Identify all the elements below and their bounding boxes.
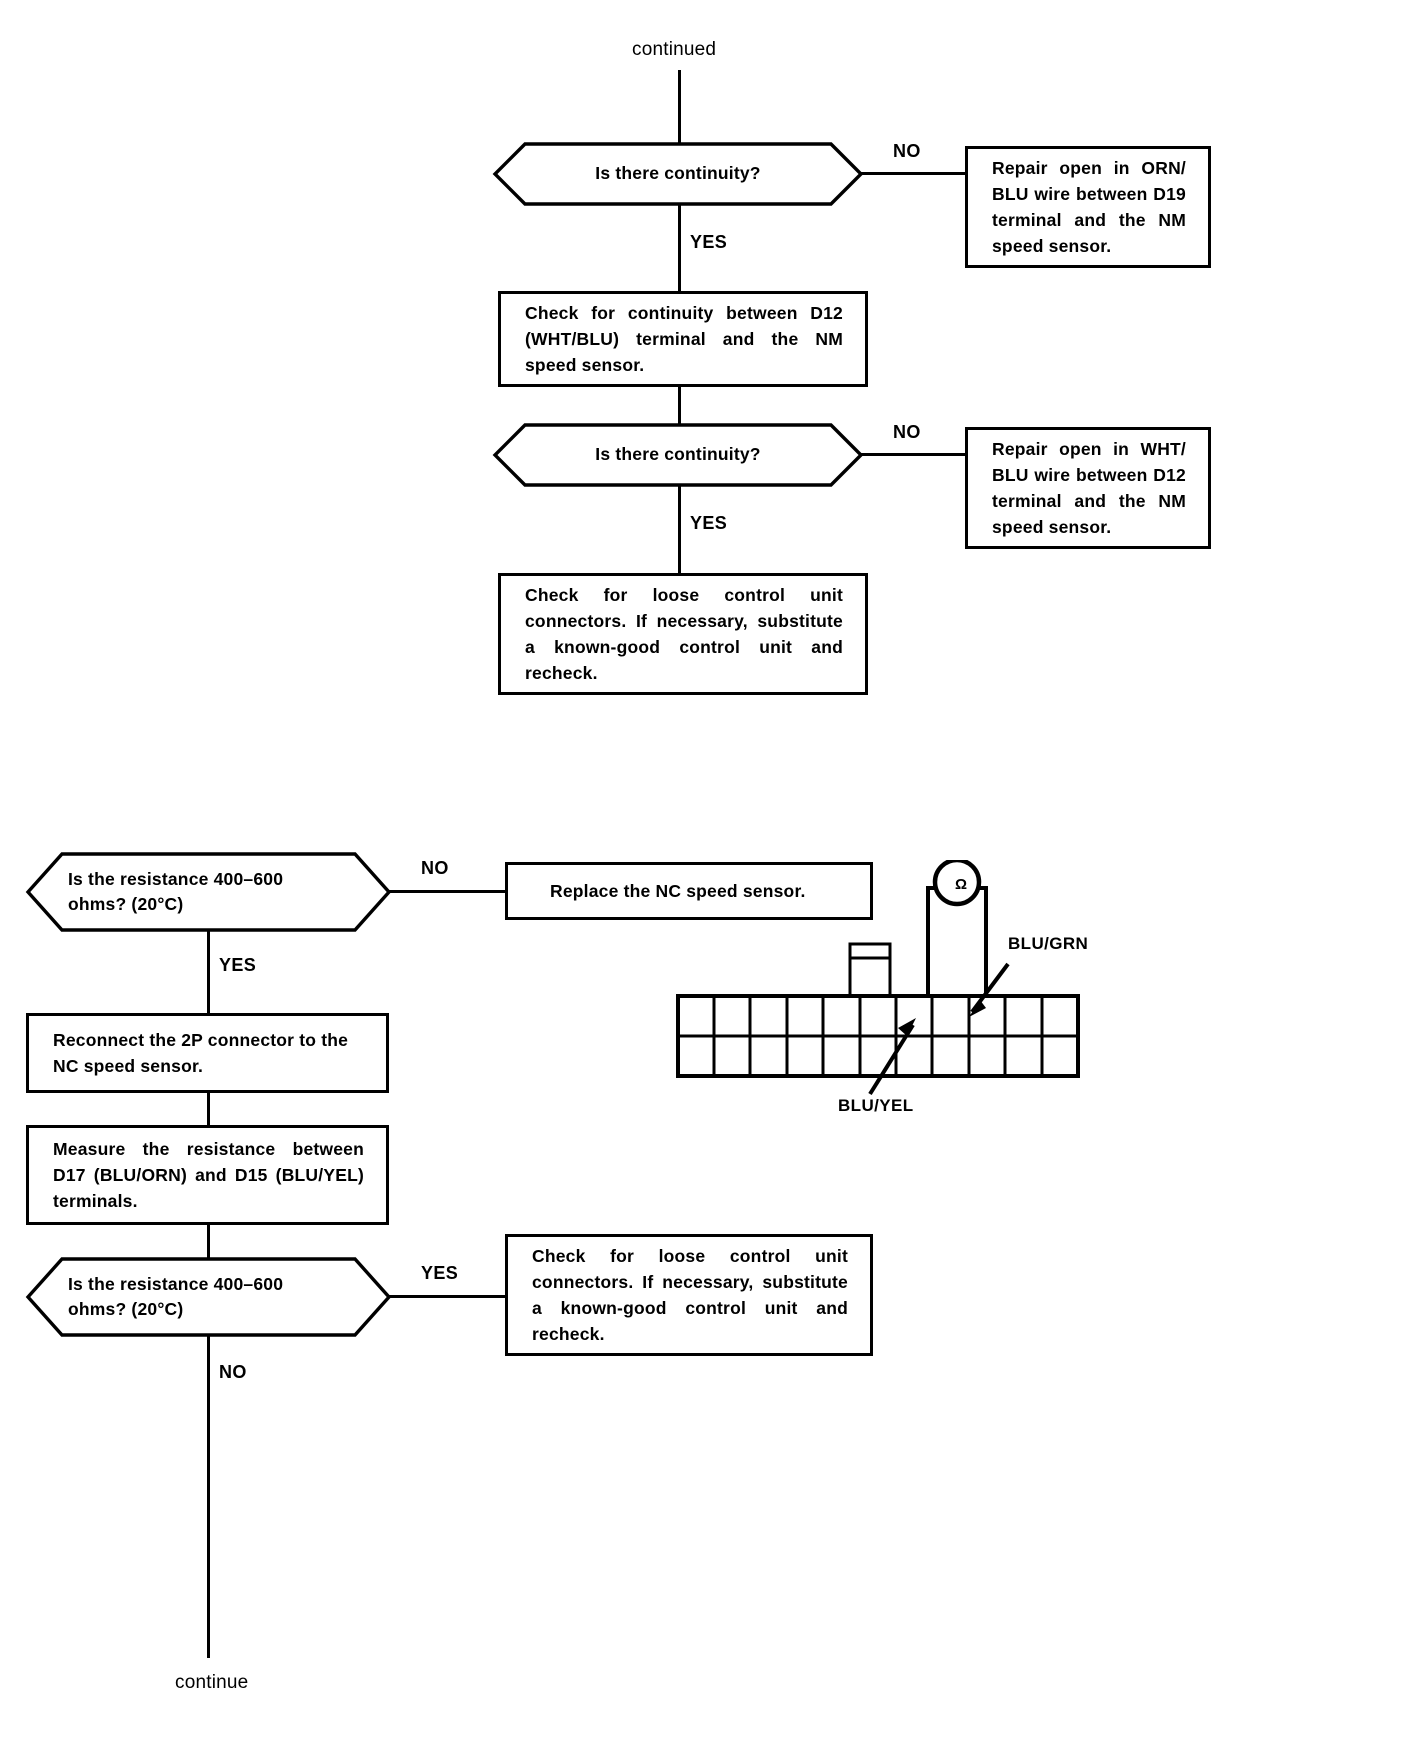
decision-3-line-1: Is the resistance 400–600 — [68, 868, 284, 889]
branch-label-no-4: NO — [219, 1362, 247, 1382]
branch-label-no-3: NO — [421, 858, 449, 878]
blu-grn-leader-arrow — [969, 962, 1010, 1017]
decision-4-line-1: Is the resistance 400–600 — [68, 1273, 284, 1294]
label-blu-grn: BLU/GRN — [1008, 934, 1089, 953]
process-measure-resistance-d17-d15: Measure the resistance between D17 (BLU/… — [26, 1125, 389, 1225]
branch-label-yes-1: YES — [690, 232, 728, 252]
branch-label-yes-4: YES — [421, 1263, 459, 1283]
branch-line-no-4 — [207, 1336, 210, 1658]
decision-2-text: Is there continuity? — [595, 444, 761, 465]
branch-line-yes-1 — [678, 205, 681, 292]
branch-line-no-3 — [389, 890, 509, 893]
branch-label-no-1: NO — [893, 141, 921, 161]
decision-resistance-400-600-2: Is the resistance 400–600 ohms? (20°C) — [25, 1257, 392, 1337]
outcome-repair-orn-blu: Repair open in ORN/ BLU wire between D19… — [965, 146, 1211, 268]
label-blu-yel: BLU/YEL — [838, 1096, 914, 1115]
outcome-check-loose-connectors-bottom: Check for loose control unit connectors.… — [505, 1234, 873, 1356]
ohmmeter-symbol — [926, 857, 988, 1000]
process-check-continuity-d12: Check for continuity between D12 (WHT/BL… — [498, 291, 868, 387]
outcome-repair-wht-blu: Repair open in WHT/ BLU wire between D12… — [965, 427, 1211, 549]
branch-line-yes-3 — [207, 930, 210, 1014]
decision-is-there-continuity-1: Is there continuity? — [492, 142, 864, 206]
branch-line-no-1 — [861, 172, 967, 175]
decision-is-there-continuity-2: Is there continuity? — [492, 423, 864, 487]
decision-resistance-400-600-1: Is the resistance 400–600 ohms? (20°C) — [25, 852, 392, 932]
process-check-loose-connectors-top: Check for loose control unit connectors.… — [498, 573, 868, 695]
flow-line-continued-to-decision1 — [678, 70, 681, 175]
branch-label-yes-3: YES — [219, 955, 257, 975]
outcome-replace-nc-speed-sensor: Replace the NC speed sensor. — [505, 862, 873, 920]
flow-line-process3-to-process4 — [207, 1092, 210, 1126]
flow-line-process4-to-decision4 — [207, 1224, 210, 1260]
branch-label-yes-2: YES — [690, 513, 728, 533]
connector-cell-dividers — [712, 996, 1044, 1076]
branch-line-yes-2 — [678, 486, 681, 574]
omega-icon: Ω — [954, 875, 968, 893]
probe-block — [848, 942, 892, 1000]
decision-3-line-2: ohms? (20°C) — [68, 894, 184, 914]
branch-line-no-2 — [861, 453, 967, 456]
decision-4-line-2: ohms? (20°C) — [68, 1299, 184, 1319]
blu-yel-leader-arrow — [868, 1018, 916, 1096]
decision-1-text: Is there continuity? — [595, 163, 761, 184]
connector-illustration: BLU/GRN BLU/YEL — [660, 857, 1120, 1115]
flow-line-process1-to-decision2 — [678, 386, 681, 426]
branch-label-no-2: NO — [893, 422, 921, 442]
process-reconnect-2p-connector: Reconnect the 2P connector to the NC spe… — [26, 1013, 389, 1093]
branch-line-yes-4 — [389, 1295, 509, 1298]
continue-label: continue — [175, 1672, 249, 1693]
continued-label: continued — [632, 39, 717, 60]
